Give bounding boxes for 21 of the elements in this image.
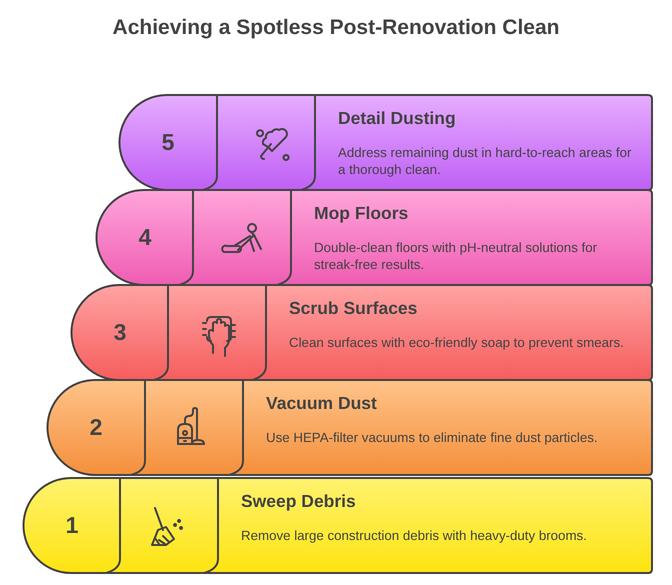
step-number: 3 [112,319,128,346]
step-band [24,478,652,573]
step-band [120,95,652,190]
step-title: Detail Dusting [338,108,456,129]
step-number: 2 [88,414,104,441]
step-description: Clean surfaces with eco-friendly soap to prevent smears. [289,334,625,351]
step-title: Vacuum Dust [266,393,377,414]
step-band [48,380,652,475]
step-number: 5 [160,129,176,156]
step-description: Double-clean floors with pH-neutral solutions for streak-free results. [314,239,598,273]
step-number: 1 [64,512,80,539]
step-band [97,190,652,285]
step-title: Mop Floors [314,203,408,224]
step-description: Remove large construction debris with heavy-duty brooms. [241,527,588,544]
step-title: Scrub Surfaces [289,298,418,319]
step-band [72,285,652,380]
step-description: Address remaining dust in hard-to-reach areas for a thorough clean. [338,144,632,178]
step-description: Use HEPA-filter vacuums to eliminate fine dust particles. [266,429,599,446]
diagram-title: Achieving a Spotless Post-Renovation Clean [112,16,560,40]
step-title: Sweep Debris [241,491,356,512]
step-number: 4 [138,224,152,251]
